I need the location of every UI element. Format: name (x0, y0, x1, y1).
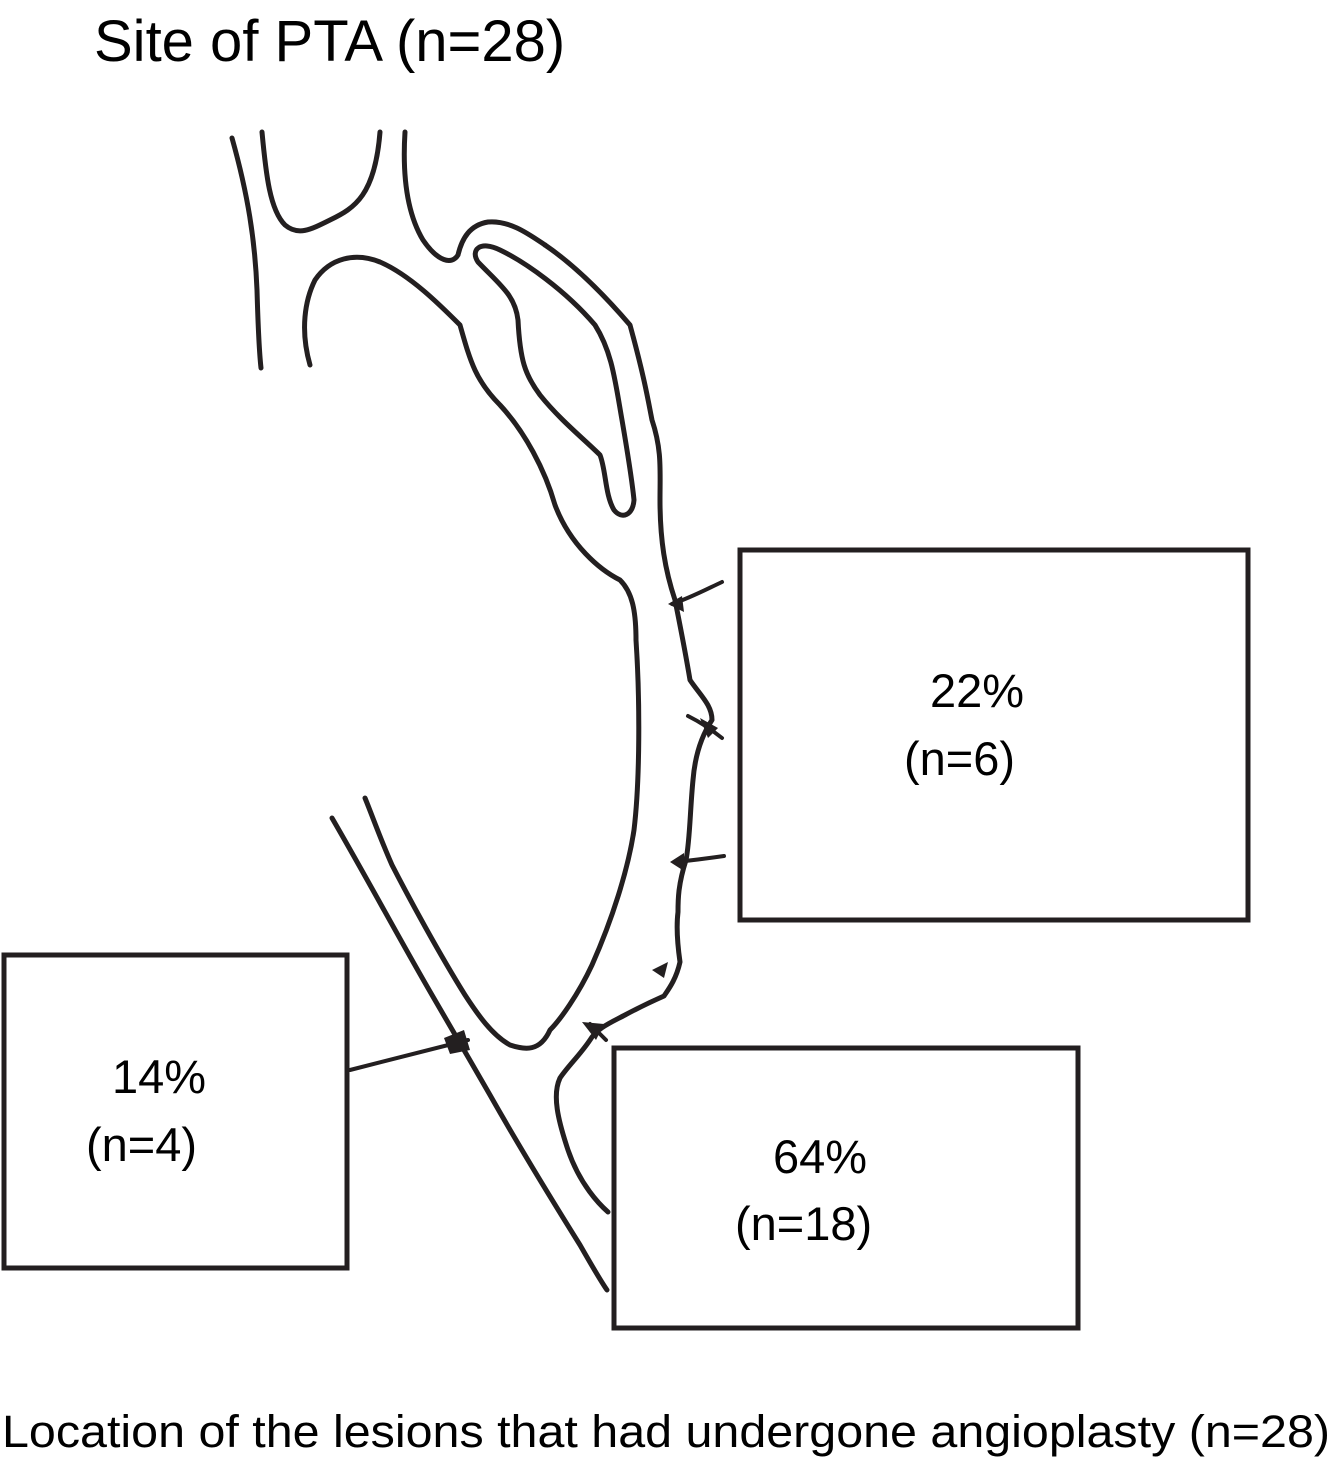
vessel-inner-left-wall (302, 254, 642, 1051)
region-box-upper: 22% (n=6) (737, 547, 1251, 923)
region-box-left: 14% (n=4) (1, 952, 350, 1271)
vessel-outer-right-wall (542, 242, 715, 1215)
region-percent-lower: 64% (773, 1130, 867, 1183)
region-percent-upper: 22% (930, 664, 1024, 717)
lesion-mark-lower (582, 1022, 604, 1040)
region-box-lower: 64% (n=18) (611, 1045, 1081, 1331)
vessel-loop (472, 243, 637, 518)
vessel-outline (229, 129, 715, 1293)
region-count-lower: (n=18) (735, 1197, 872, 1250)
vessel-lower-left-line (329, 815, 610, 1293)
vessel-top-left-branch (229, 135, 264, 371)
region-count-left: (n=4) (86, 1118, 197, 1171)
region-count-upper: (n=6) (904, 732, 1015, 785)
lesion-markers (348, 580, 726, 1072)
diagram-caption: Location of the lesions that had undergo… (2, 1406, 1330, 1457)
lesion-mark-upper-2 (700, 718, 718, 738)
lesion-mark-upper-3 (670, 853, 684, 871)
diagram-title: Site of PTA (n=28) (94, 9, 565, 74)
region-percent-left: 14% (112, 1050, 206, 1103)
lesion-mark-upper-1 (668, 596, 684, 612)
lesion-mark-left (444, 1030, 470, 1054)
vessel-top-notch (259, 129, 383, 234)
vessel-top-right-branch (401, 129, 548, 263)
lesion-mark-lower-2 (652, 962, 668, 978)
